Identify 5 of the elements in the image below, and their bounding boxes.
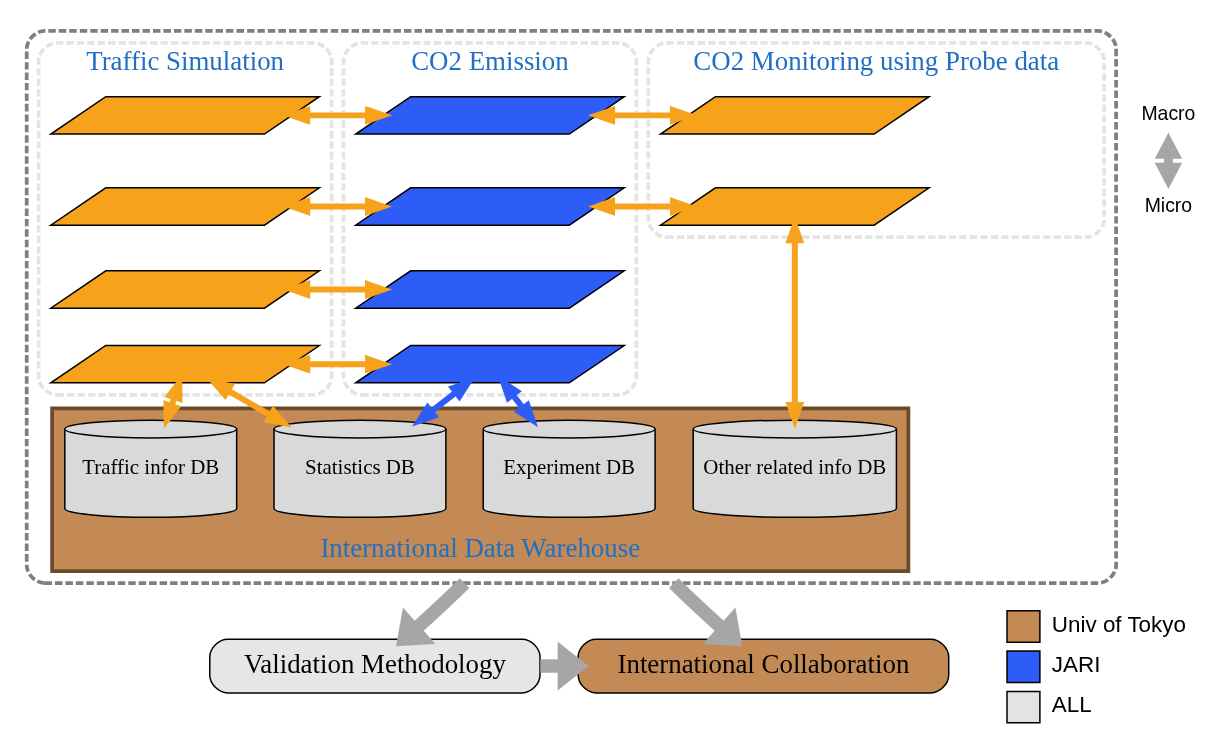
label: Macro <box>1141 102 1196 125</box>
label: Micro <box>1144 193 1193 216</box>
legend-label: JARI <box>1051 652 1101 678</box>
legend-label: ALL <box>1051 692 1092 718</box>
legend-label: Univ of Tokyo <box>1051 611 1186 637</box>
